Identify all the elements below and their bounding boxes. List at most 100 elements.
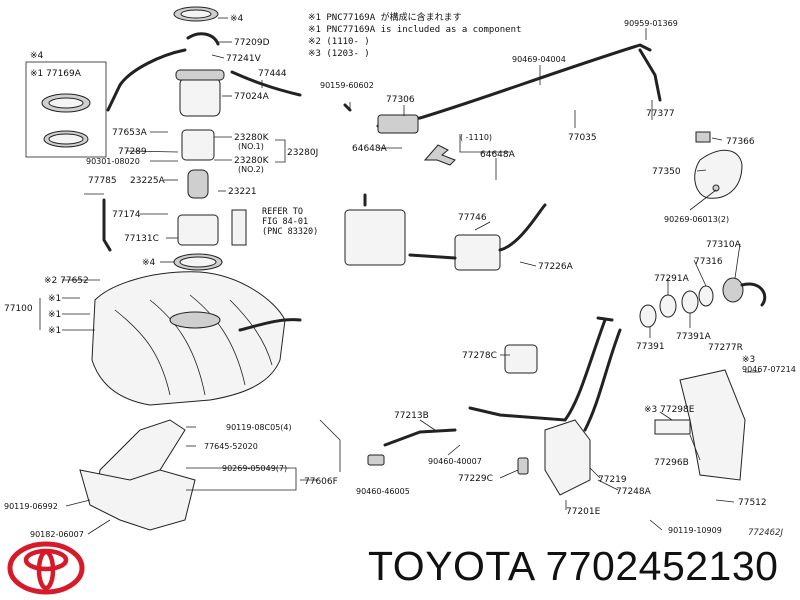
label-c1-c: ※1 [48, 326, 61, 336]
part-labels: ※4 77209D 77241V 77444 ※4 ※1 77169A 7702… [4, 14, 796, 539]
label-77131c: 77131C [124, 234, 159, 244]
label-77291a: 77291A [654, 274, 690, 284]
filler-neck [596, 316, 614, 322]
part-number: 7702452130 [545, 543, 779, 589]
protector-plates [79, 419, 196, 531]
label-90269-05049: 90269-05049(7) [222, 464, 287, 473]
gasket-77316 [698, 285, 714, 307]
label-23280k-1: 23280K [234, 133, 270, 143]
filler-lid-group [639, 131, 767, 328]
sender-wire [102, 198, 112, 252]
filler-pipe-breather [583, 328, 622, 432]
label-90119-10909: 90119-10909 [668, 526, 722, 535]
lock-ring-top-inner [180, 9, 212, 19]
bracket-block [377, 114, 419, 134]
label-23280k-1-note: (NO.1) [238, 142, 264, 151]
label-77169a: ※1 77169A [30, 69, 82, 79]
label-77316: 77316 [694, 257, 723, 267]
ring-77391a [681, 290, 699, 314]
brand-and-part-number: TOYOTA 7702452130 [368, 543, 778, 590]
label-23280k-2-note: (NO.2) [238, 165, 264, 174]
fuel-pump-23221 [187, 169, 209, 199]
label-77277r: 77277R [708, 343, 743, 353]
label-77653a: 77653A [112, 128, 148, 138]
inset-box-77169a [25, 61, 107, 158]
lid-screw [712, 184, 720, 192]
label-77024a: 77024A [234, 92, 270, 102]
label-c4-mid: ※4 [142, 258, 156, 268]
label-77226a: 77226A [538, 262, 574, 272]
label-77201e: 77201E [566, 507, 601, 517]
label-77306: 77306 [386, 95, 415, 105]
label-77241v: 77241V [226, 54, 262, 64]
label-c1-a: ※1 [48, 294, 61, 304]
label-c4-top: ※4 [230, 14, 244, 24]
label-77298e: ※3 77298E [644, 405, 695, 415]
gasket-ring-inner [48, 133, 84, 145]
hinge-77366 [695, 131, 711, 143]
refer-line-3: (PNC 83320) [262, 227, 318, 237]
note-line-1: ※1 PNC77169A が構成に含まれます [308, 11, 462, 23]
label-90959-01369: 90959-01369 [624, 19, 678, 28]
label-77310a: 77310A [706, 240, 742, 250]
ring-77291a [659, 294, 677, 318]
hose-77213b [383, 428, 457, 447]
label-23221: 23221 [228, 187, 257, 197]
label-77174: 77174 [112, 210, 141, 220]
fuel-tank-77100 [91, 271, 302, 406]
label-90301-08020: 90301-08020 [86, 157, 140, 166]
label-77512: 77512 [738, 498, 767, 508]
vent-tube-77035 [418, 43, 652, 120]
label-90460-40007: 90460-40007 [428, 457, 482, 466]
label-90119-08c05: 90119-08C05(4) [226, 423, 292, 432]
clip-90159 [343, 103, 352, 112]
canister-group [343, 43, 662, 271]
label-77444: 77444 [258, 69, 287, 79]
label-77229c: 77229C [458, 474, 493, 484]
label-77606f: 77606F [304, 477, 338, 487]
label-90460-46005: 90460-46005 [356, 487, 410, 496]
label-90119-06992: 90119-06992 [4, 502, 58, 511]
clip-77229c [517, 457, 529, 475]
label-77219: 77219 [598, 475, 627, 485]
clip-90460 [367, 454, 385, 466]
label-90159-60602: 90159-60602 [320, 81, 374, 90]
inset-note: ( -1110) [460, 133, 492, 142]
note-line-2: ※1 PNC77169A is included as a component [308, 25, 521, 35]
note-line-3: ※2 (1110- ) [308, 37, 370, 47]
cap-tether [740, 282, 767, 307]
label-77645-52020: 77645-52020 [204, 442, 258, 451]
label-77213b: 77213B [394, 411, 429, 421]
label-90269-06013: 90269-06013(2) [664, 215, 729, 224]
clamp-77296b [654, 419, 691, 435]
filler-pipe-main [468, 318, 607, 422]
label-77209d: 77209D [234, 38, 270, 48]
fuel-filter [181, 129, 215, 161]
filler-pipe-group [367, 316, 746, 496]
label-77366: 77366 [726, 137, 755, 147]
label-64648a: 64648A [352, 144, 388, 154]
label-c3: ※3 [742, 355, 755, 365]
bracket-77201e [544, 419, 591, 496]
label-77100: 77100 [4, 304, 33, 314]
label-90182-06007: 90182-06007 [30, 530, 84, 539]
charcoal-canister-77746 [454, 234, 501, 271]
retainer-ring-inner [48, 97, 84, 109]
refer-line-2: FIG 84-01 [262, 217, 308, 227]
hose-77444 [230, 70, 302, 97]
pump-housing [179, 77, 221, 117]
label-c1-b: ※1 [48, 310, 61, 320]
gasket-mid-inner [179, 256, 217, 268]
canister-body [344, 209, 406, 266]
arrow-icon [423, 144, 456, 166]
label-77746: 77746 [458, 213, 487, 223]
suction-filter [177, 214, 219, 246]
label-77289: 77289 [118, 147, 147, 157]
label-77035: 77035 [568, 133, 597, 143]
toyota-logo [7, 541, 85, 595]
vent-tube-end [638, 48, 662, 102]
note-line-4: ※3 (1203- ) [308, 49, 370, 59]
label-77391: 77391 [636, 342, 665, 352]
label-90469-04004: 90469-04004 [512, 55, 566, 64]
